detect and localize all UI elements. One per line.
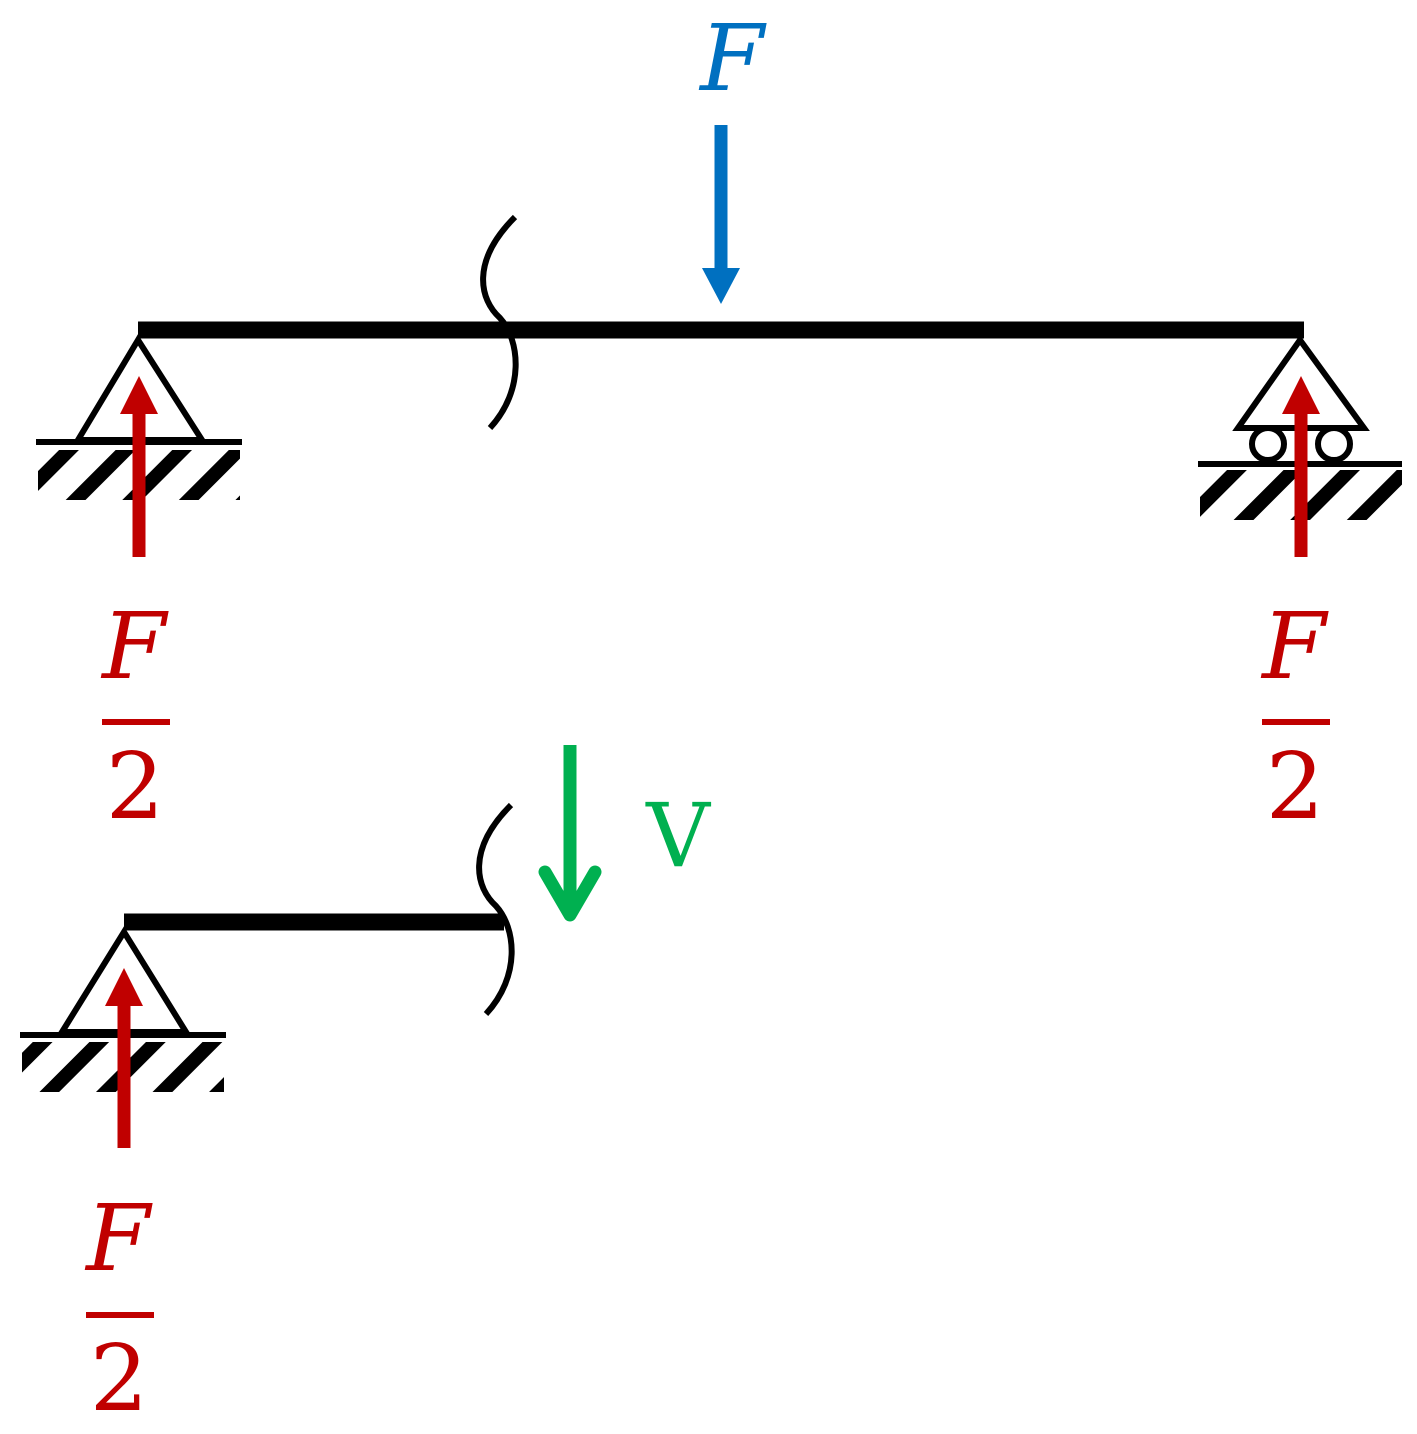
fraction-numerator: F — [100, 593, 169, 700]
fraction-denominator: 2 — [90, 1325, 149, 1432]
applied-load-arrow — [702, 125, 740, 304]
fraction-denominator: 2 — [106, 733, 165, 840]
reaction-label-right: F 2 — [1260, 593, 1330, 840]
fraction-denominator: 2 — [1266, 733, 1325, 840]
roller — [1249, 425, 1287, 463]
reaction-arrow-left — [120, 376, 158, 557]
reaction-arrow-segment — [105, 968, 143, 1148]
shear-force-arrow — [538, 745, 602, 922]
reaction-label-segment: F 2 — [84, 1185, 154, 1432]
full-beam-system: F F 2 F 2 — [36, 5, 1402, 840]
section-cut-mark — [480, 214, 519, 431]
shear-force-label: V — [645, 784, 711, 887]
reaction-arrow-right — [1282, 376, 1320, 557]
fraction-numerator: F — [84, 1185, 153, 1292]
free-body-segment: F 2 V — [20, 745, 711, 1432]
roller — [1315, 425, 1353, 463]
reaction-label-left: F 2 — [100, 593, 170, 840]
fraction-numerator: F — [1260, 593, 1329, 700]
section-cut-mark — [476, 802, 515, 1017]
applied-load-label: F — [698, 5, 767, 112]
